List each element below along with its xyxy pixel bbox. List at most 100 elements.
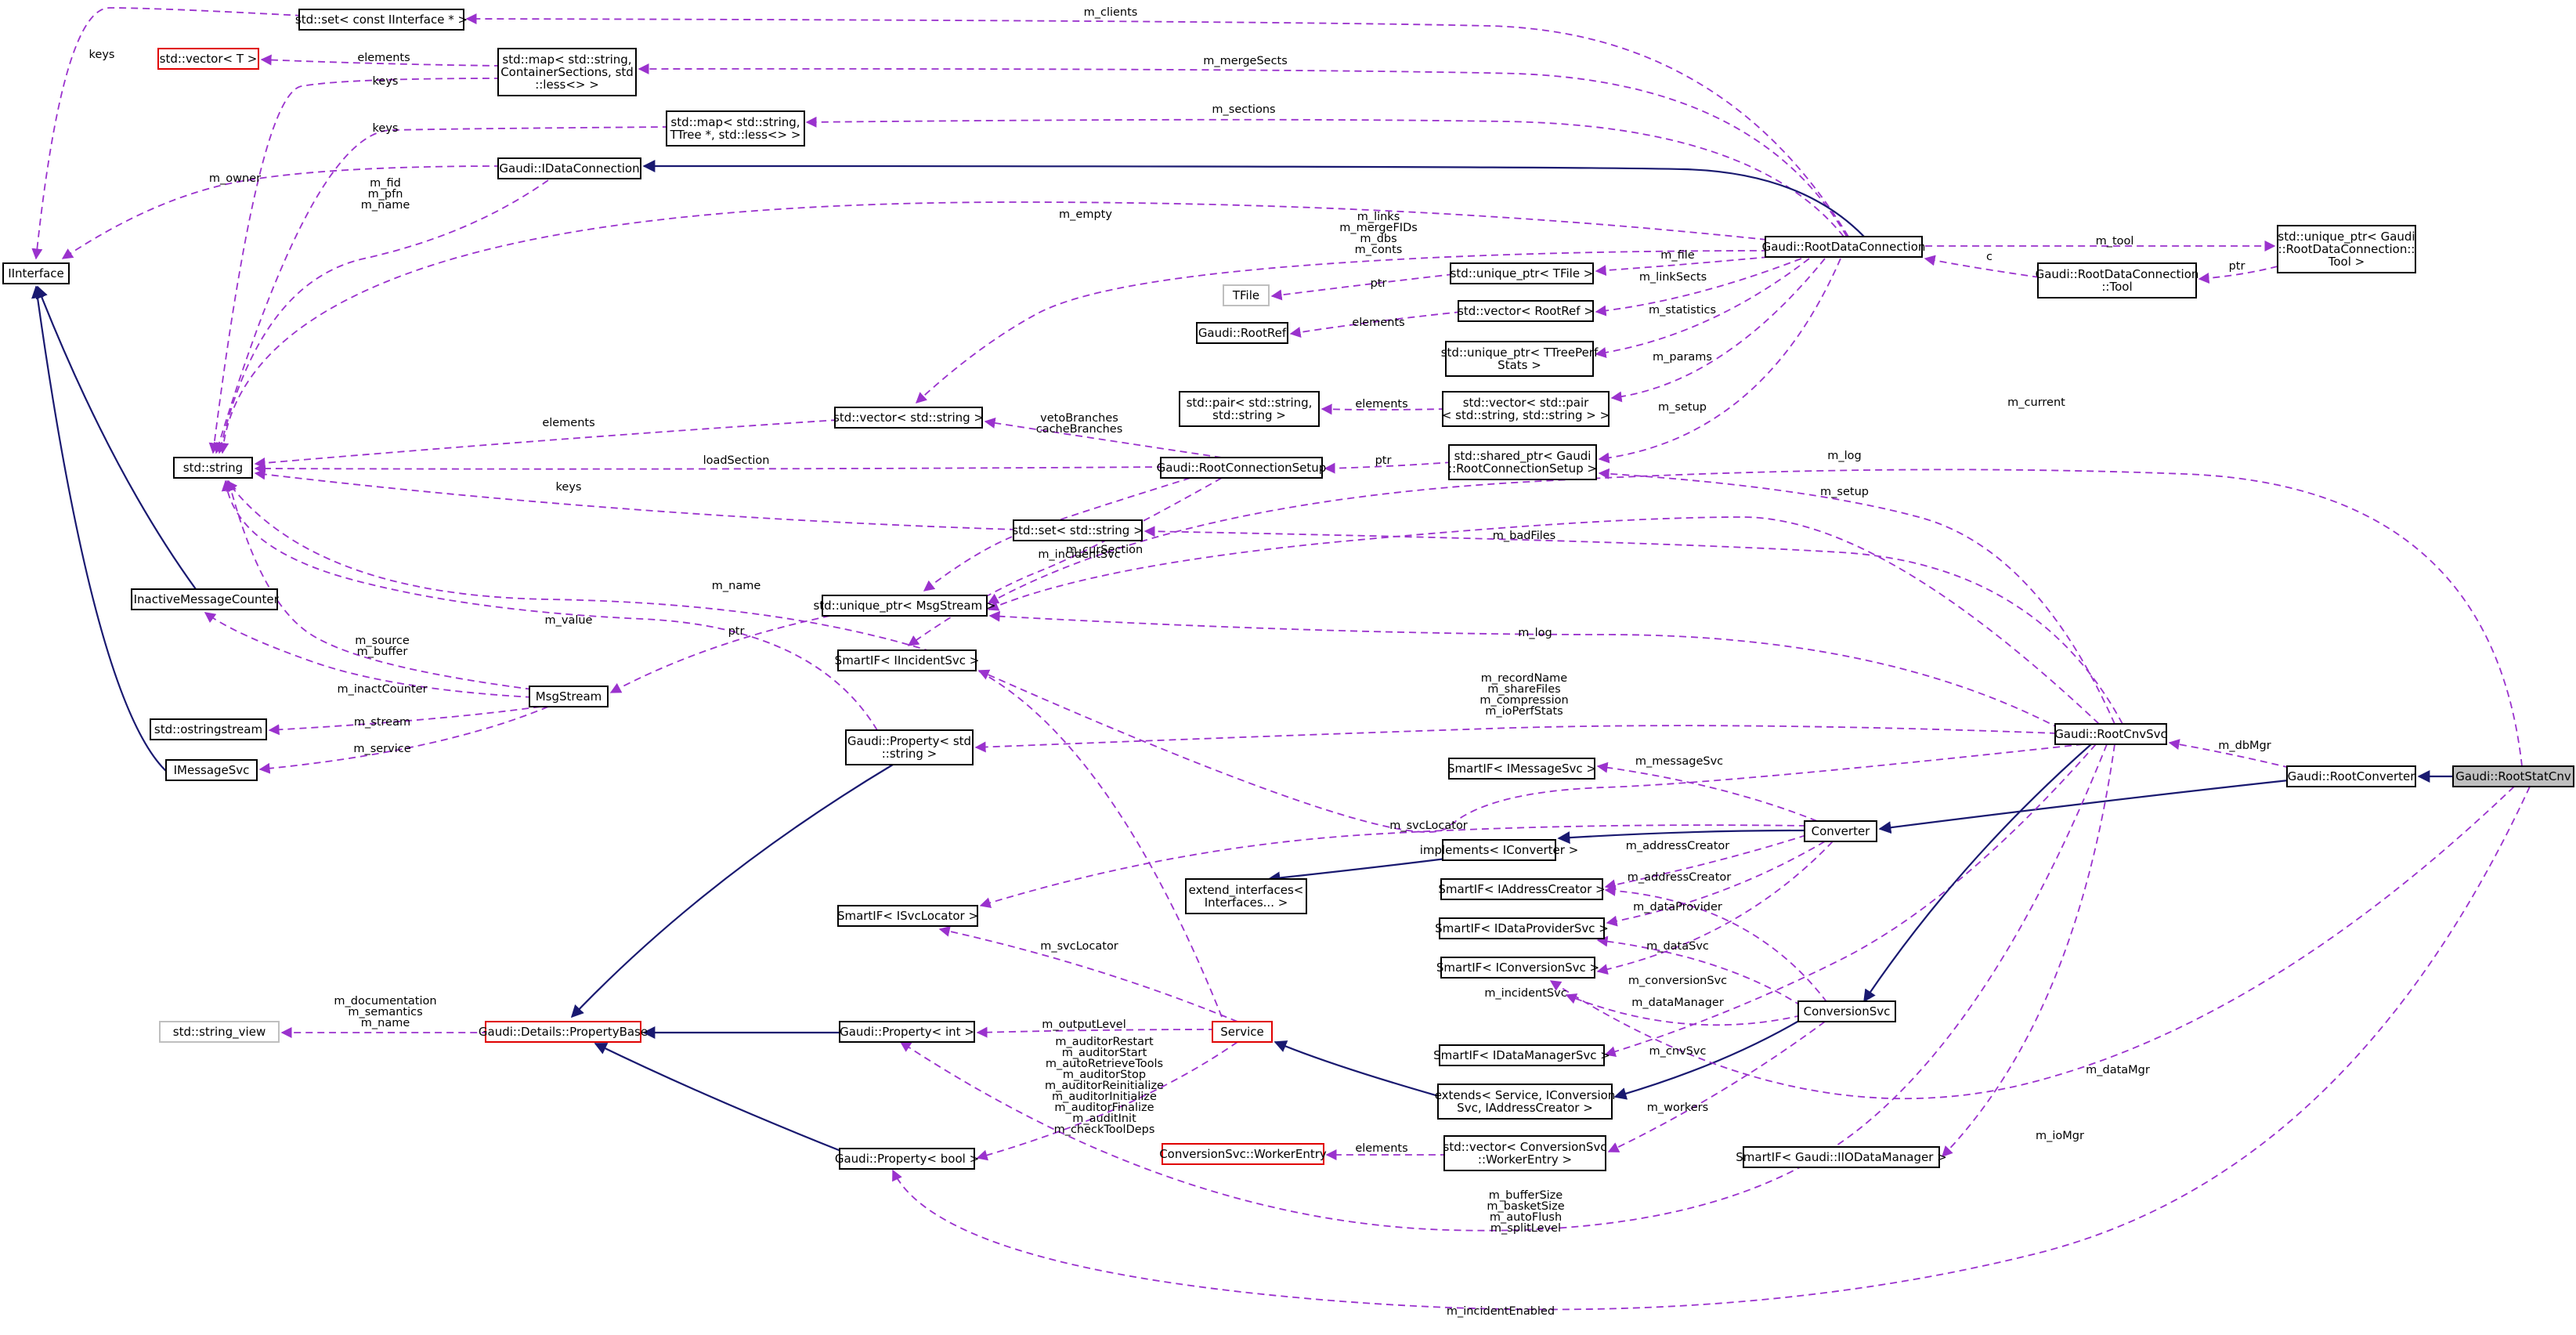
- edge-elements-3: [1321, 403, 1447, 415]
- edge-inactcounter: [204, 612, 533, 698]
- class-node-rootdataconnection-tool[interactable]: Gaudi::RootDataConnection::Tool: [2036, 262, 2199, 298]
- edge-datamgr: [1549, 786, 2515, 1100]
- class-node-label: Tool >: [2328, 255, 2365, 269]
- class-node-vector-rootref[interactable]: std::vector< RootRef >: [1458, 300, 1594, 322]
- edge-elements-4: [254, 419, 839, 469]
- class-node-imessagesvc[interactable]: IMessageSvc: [165, 759, 258, 781]
- class-node-property-int[interactable]: Gaudi::Property< int >: [839, 1021, 975, 1043]
- class-node-label: ::RootConnectionSetup >: [1448, 461, 1597, 476]
- class-node-string-view[interactable]: std::string_view: [159, 1021, 280, 1043]
- class-node-label: TTree *, std::less<> >: [670, 128, 801, 142]
- class-node-smartif-idatamanagersvc[interactable]: SmartIF< IDataManagerSvc >: [1433, 1044, 1610, 1066]
- class-node-ostringstream[interactable]: std::ostringstream: [150, 718, 267, 740]
- edge-iomgr: [1942, 743, 2115, 1158]
- class-node-map-ttree[interactable]: std::map< std::string,TTree *, std::less…: [666, 110, 805, 147]
- edge-label-m-statistics: m_statistics: [1649, 304, 1716, 317]
- class-node-label: Converter: [1812, 824, 1871, 838]
- edge-datasvc: [1596, 935, 1802, 1007]
- class-node-propertybase[interactable]: Gaudi::Details::PropertyBase: [479, 1021, 648, 1043]
- class-node-idataconnection[interactable]: Gaudi::IDataConnection: [497, 157, 641, 179]
- edge-owner: [61, 165, 502, 259]
- class-node-extends-service[interactable]: extends< Service, IConversionSvc, IAddre…: [1435, 1084, 1616, 1120]
- class-node-label: TFile: [1232, 288, 1259, 302]
- class-node-smartif-idataprovidersvc[interactable]: SmartIF< IDataProviderSvc >: [1435, 917, 1609, 939]
- class-node-implements-iconverter[interactable]: implements< IConverter >: [1420, 839, 1579, 861]
- edge-label-m-conversionsvc: m_conversionSvc: [1628, 975, 1727, 987]
- class-node-label: Gaudi::Property< bool >: [835, 1152, 979, 1166]
- class-node-tfile[interactable]: TFile: [1223, 284, 1270, 306]
- class-node-vector-t[interactable]: std::vector< T >: [157, 48, 259, 70]
- class-node-vector-workerentry[interactable]: std::vector< ConversionSvc::WorkerEntry …: [1443, 1135, 1607, 1171]
- class-node-unique-tfile[interactable]: std::unique_ptr< TFile >: [1450, 262, 1594, 284]
- edge-label-ptr-2: ptr: [1371, 277, 1387, 290]
- edge-rootdataconnection-idataconnection: [642, 160, 1865, 237]
- class-node-smartif-imessagesvc[interactable]: SmartIF< IMessageSvc >: [1447, 758, 1596, 780]
- class-node-label: Stats >: [1498, 358, 1541, 372]
- edge-incidentsvc-2: [977, 669, 2084, 833]
- class-node-rootconnectionsetup[interactable]: Gaudi::RootConnectionSetup: [1157, 457, 1327, 479]
- edge-vetobranches: [984, 418, 1223, 458]
- class-node-smartif-iincidentsvc[interactable]: SmartIF< IIncidentSvc >: [835, 649, 980, 671]
- edge-label-m-addresscreator-1: m_addressCreator: [1626, 840, 1729, 852]
- class-node-workerentry[interactable]: ConversionSvc::WorkerEntry: [1159, 1143, 1327, 1165]
- class-node-iinactivemessagecounter[interactable]: IInactiveMessageCounter: [130, 588, 280, 610]
- class-node-rootdataconnection[interactable]: Gaudi::RootDataConnection: [1762, 236, 1926, 258]
- class-node-label: std::unique_ptr< Gaudi: [2278, 230, 2415, 244]
- edge-rootcnvsvc-conversionsvc: [1863, 743, 2092, 1003]
- edge-dataprovider: [1606, 841, 1826, 927]
- class-node-smartif-iaddresscreator[interactable]: SmartIF< IAddressCreator >: [1438, 878, 1606, 900]
- class-node-pair-strings[interactable]: std::pair< std::string,std::string >: [1179, 391, 1320, 427]
- class-node-rootcnvsvc[interactable]: Gaudi::RootCnvSvc: [2054, 723, 2167, 745]
- edge-label-m-empty: m_empty: [1059, 208, 1112, 221]
- class-node-conversionsvc[interactable]: ConversionSvc: [1797, 1000, 1896, 1022]
- class-node-smartif-iiodatamanager[interactable]: SmartIF< Gaudi::IIODataManager >: [1736, 1146, 1947, 1168]
- edge-label-m-current: m_current: [2007, 396, 2065, 409]
- class-node-smartif-iconversionsvc[interactable]: SmartIF< IConversionSvc >: [1436, 957, 1599, 979]
- edge-label-m-name-1: m_name: [712, 580, 761, 592]
- class-node-msgstream[interactable]: MsgStream: [529, 686, 609, 707]
- class-node-extend-interfaces[interactable]: extend_interfaces<Interfaces... >: [1185, 878, 1307, 914]
- class-node-label: Gaudi::Details::PropertyBase: [479, 1025, 648, 1039]
- class-node-vector-pair[interactable]: std::vector< std::pair< std::string, std…: [1442, 391, 1610, 427]
- edge-iinactivemessagecounter-iinterface: [35, 285, 197, 590]
- edge-keys-2: [208, 78, 502, 454]
- edge-outputlevel: [976, 1026, 1216, 1038]
- class-node-label: Svc, IAddressCreator >: [1457, 1101, 1593, 1115]
- class-node-std-string[interactable]: std::string: [173, 457, 253, 479]
- edge-label-m-owner: m_owner: [209, 172, 261, 185]
- class-node-shared-setup[interactable]: std::shared_ptr< Gaudi::RootConnectionSe…: [1448, 444, 1597, 480]
- class-node-iinterface[interactable]: IInterface: [2, 262, 70, 284]
- class-node-converter[interactable]: Converter: [1804, 820, 1877, 842]
- class-node-label: SmartIF< IConversionSvc >: [1436, 961, 1599, 975]
- edge-label-m-messagesvc: m_messageSvc: [1635, 755, 1723, 768]
- edge-svclocator-1: [979, 824, 1807, 909]
- class-node-label: std::vector< std::pair: [1463, 396, 1589, 410]
- edge-c: [1924, 255, 2040, 278]
- class-node-smartif-isvclocator[interactable]: SmartIF< ISvcLocator >: [837, 905, 978, 927]
- class-node-set-string[interactable]: std::set< std::string >: [1012, 519, 1143, 541]
- class-node-service[interactable]: Service: [1212, 1021, 1273, 1043]
- class-node-label: std::unique_ptr< MsgStream >: [813, 599, 995, 613]
- class-node-label: std::unique_ptr< TTreePerf: [1441, 346, 1599, 360]
- class-node-label: ::RootDataConnection::: [2278, 242, 2415, 256]
- class-node-rootconverter[interactable]: Gaudi::RootConverter: [2286, 765, 2416, 787]
- edge-label-elements-1: elements: [357, 52, 410, 64]
- edge-label-ptr-1: ptr: [2229, 260, 2245, 273]
- edge-label-loadsection: loadSection: [703, 454, 770, 467]
- class-node-label: Gaudi::RootDataConnection: [1762, 240, 1926, 254]
- edge-statistics: [1595, 258, 1810, 358]
- class-node-map-containersections[interactable]: std::map< std::string,ContainerSections,…: [497, 48, 637, 96]
- class-node-unique-msgstream[interactable]: std::unique_ptr< MsgStream >: [813, 595, 996, 617]
- edge-keys-3: [213, 126, 670, 454]
- class-node-property-string[interactable]: Gaudi::Property< std::string >: [845, 729, 974, 765]
- class-node-vector-string[interactable]: std::vector< std::string >: [833, 407, 984, 429]
- class-node-property-bool[interactable]: Gaudi::Property< bool >: [835, 1148, 979, 1170]
- edge-label-m-datasvc: m_dataSvc: [1646, 940, 1709, 953]
- class-node-rootref[interactable]: Gaudi::RootRef: [1196, 322, 1288, 344]
- class-node-rootstatcnv[interactable]: Gaudi::RootStatCnv: [2452, 765, 2574, 787]
- class-node-set-iinterface[interactable]: std::set< const IInterface * >: [295, 9, 468, 31]
- edge-label-m-clients: m_clients: [1084, 6, 1138, 19]
- class-node-unique-tool[interactable]: std::unique_ptr< Gaudi::RootDataConnecti…: [2277, 225, 2416, 273]
